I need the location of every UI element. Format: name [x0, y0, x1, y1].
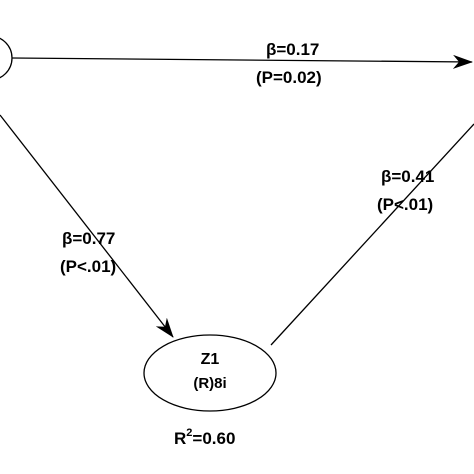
z1-node-title: Z1 [201, 351, 220, 368]
r2-base: R [174, 429, 186, 448]
z1-r-squared-label: R2=0.60 [174, 427, 235, 448]
edge-top-p-label: (P=0.02) [256, 68, 322, 87]
r2-superscript: 2 [186, 427, 192, 439]
left-node-ellipse [0, 37, 13, 79]
z1-node-ellipse [143, 334, 277, 412]
edge-left-down-arrow [0, 114, 174, 338]
edge-right-up-p-label: (P<.01) [377, 195, 433, 214]
edge-top-arrow [11, 54, 473, 69]
edge-left-down-p-label: (P<.01) [60, 257, 116, 276]
r2-value: =0.60 [192, 429, 235, 448]
edge-right-up-beta-label: β=0.41 [381, 167, 434, 186]
edge-right-up-line [270, 123, 474, 346]
z1-node-subtitle: (R)8i [193, 375, 226, 392]
edge-left-down-beta-label: β=0.77 [62, 229, 115, 248]
edge-top-beta-label: β=0.17 [266, 40, 319, 59]
